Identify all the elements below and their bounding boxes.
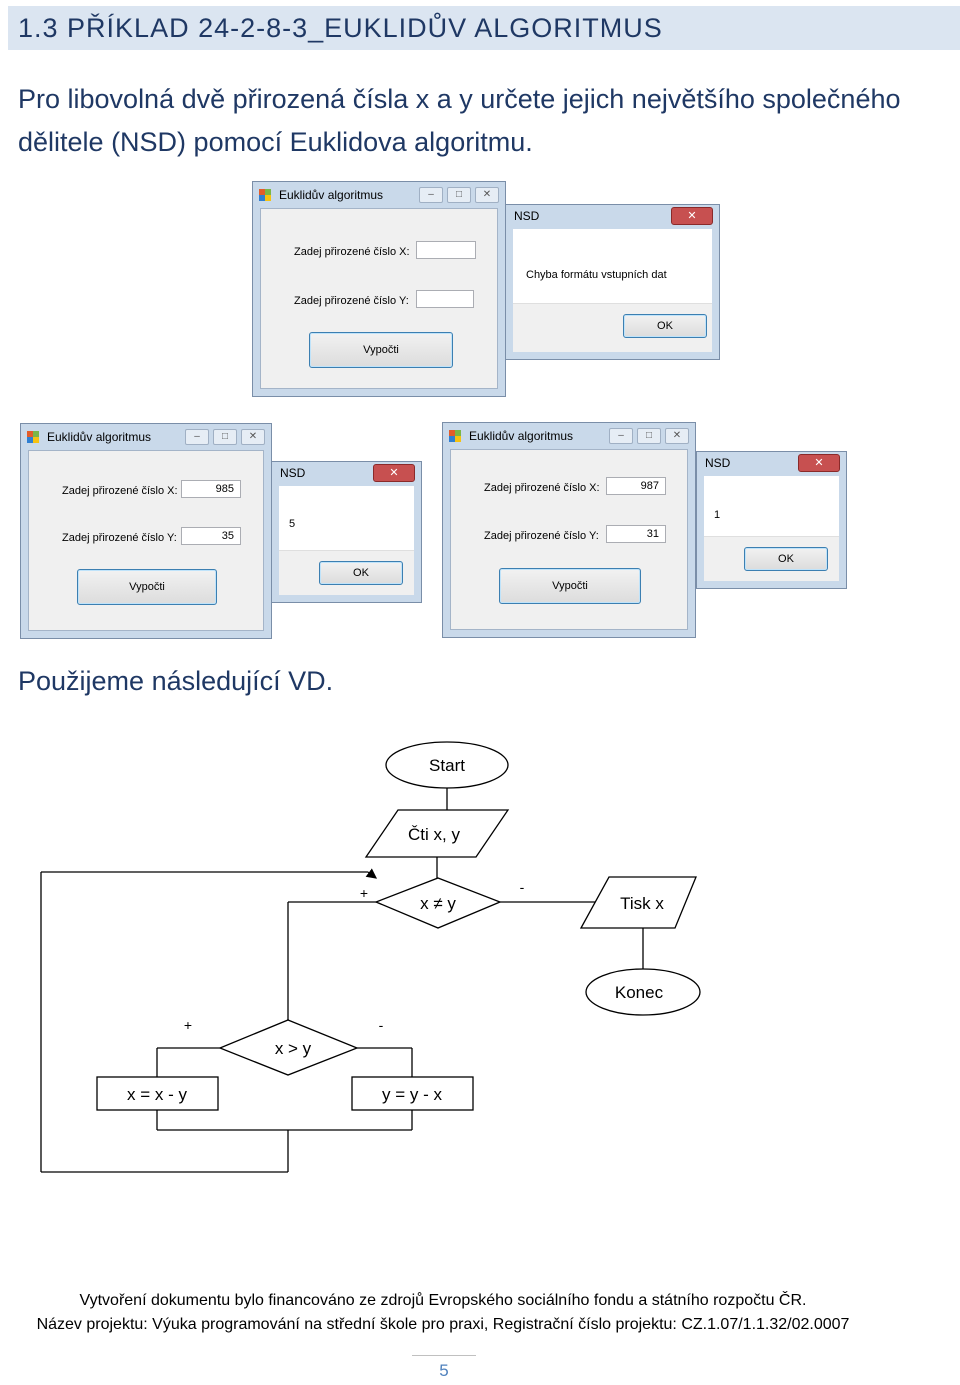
window-titlebar: Euklidův algoritmus – □ ✕: [253, 182, 505, 208]
label-x: Zadej přirozené číslo X:: [294, 246, 410, 258]
decision-1-label: x ≠ y: [420, 894, 456, 913]
input-x[interactable]: 987: [606, 477, 666, 495]
app-window-3: Euklidův algoritmus – □ ✕ Zadej přirozen…: [442, 422, 696, 638]
minimize-icon[interactable]: –: [419, 187, 443, 203]
message-box-1: NSD ✕ Chyba formátu vstupních dat OK: [505, 204, 720, 360]
message-box-2: NSD ✕ 5 OK: [271, 461, 422, 603]
app-icon: [27, 431, 39, 443]
ok-button[interactable]: OK: [319, 561, 403, 585]
app-window-2: Euklidův algoritmus – □ ✕ Zadej přirozen…: [20, 423, 272, 639]
funding-note: Vytvoření dokumentu bylo financováno ze …: [79, 1292, 807, 1309]
app-icon: [259, 189, 271, 201]
decision-2-label: x > y: [275, 1039, 312, 1058]
message-text: 1: [714, 509, 721, 521]
minimize-icon[interactable]: –: [185, 429, 209, 445]
label-y: Zadej přirozené číslo Y:: [484, 530, 599, 542]
decision-node-2: [218, 1019, 359, 1076]
decision-2-minus: -: [379, 1017, 384, 1033]
input-node: [364, 809, 510, 858]
project-note: Název projektu: Výuka programování na st…: [36, 1316, 850, 1333]
message-text: 5: [289, 518, 296, 530]
window-titlebar: Euklidův algoritmus – □ ✕: [21, 424, 271, 450]
end-node: [585, 968, 701, 1016]
page-number: 5: [439, 1361, 449, 1380]
maximize-icon[interactable]: □: [447, 187, 471, 203]
close-icon[interactable]: ✕: [475, 187, 499, 203]
compute-button[interactable]: Vypočti: [77, 569, 217, 605]
close-icon[interactable]: ✕: [671, 207, 713, 225]
process-right-label: y = y - x: [382, 1085, 442, 1104]
compute-button[interactable]: Vypočti: [309, 332, 453, 368]
page-divider: [412, 1355, 476, 1356]
label-x: Zadej přirozené číslo X:: [62, 485, 178, 497]
maximize-icon[interactable]: □: [213, 429, 237, 445]
vd-caption: Použijeme následující VD.: [18, 666, 334, 696]
input-y[interactable]: 35: [181, 527, 241, 545]
window-titlebar: Euklidův algoritmus – □ ✕: [443, 423, 695, 449]
app-window-1: Euklidův algoritmus – □ ✕ Zadej přirozen…: [252, 181, 506, 397]
input-y[interactable]: 31: [606, 525, 666, 543]
window-title: Euklidův algoritmus: [469, 429, 574, 443]
start-label: Start: [429, 756, 465, 775]
task-description: Pro libovolná dvě přirozená čísla x a y …: [18, 84, 901, 157]
message-title: NSD: [705, 456, 731, 470]
close-icon[interactable]: ✕: [665, 428, 689, 444]
output-node: [579, 876, 697, 929]
output-label: Tisk x: [620, 894, 664, 913]
close-icon[interactable]: ✕: [373, 464, 415, 482]
ok-button[interactable]: OK: [623, 314, 707, 338]
flowchart: Start Čti x, y x ≠ y + - Tisk x Konec x …: [40, 741, 701, 1173]
window-title: Euklidův algoritmus: [279, 188, 384, 202]
close-icon[interactable]: ✕: [241, 429, 265, 445]
close-icon[interactable]: ✕: [798, 454, 840, 472]
process-left: [96, 1076, 219, 1111]
decision-1-minus: -: [520, 879, 525, 895]
minimize-icon[interactable]: –: [609, 428, 633, 444]
decision-1-plus: +: [360, 885, 368, 901]
message-text: Chyba formátu vstupních dat: [526, 269, 667, 281]
process-left-label: x = x - y: [127, 1085, 187, 1104]
end-label: Konec: [615, 983, 664, 1002]
app-icon: [449, 430, 461, 442]
message-title: NSD: [514, 209, 540, 223]
maximize-icon[interactable]: □: [637, 428, 661, 444]
start-node: [385, 741, 509, 789]
ok-button[interactable]: OK: [744, 547, 828, 571]
chapter-heading: 1.3 PŘÍKLAD 24-2-8-3_EUKLIDŮV ALGORITMUS: [8, 6, 960, 50]
message-box-3: NSD ✕ 1 OK: [696, 451, 847, 589]
label-y: Zadej přirozené číslo Y:: [294, 295, 409, 307]
input-x[interactable]: [416, 241, 476, 259]
message-title: NSD: [280, 466, 306, 480]
input-x[interactable]: 985: [181, 480, 241, 498]
label-y: Zadej přirozené číslo Y:: [62, 532, 177, 544]
compute-button[interactable]: Vypočti: [499, 568, 641, 604]
decision-node-1: [374, 877, 502, 929]
label-x: Zadej přirozené číslo X:: [484, 482, 600, 494]
decision-2-plus: +: [184, 1017, 192, 1033]
process-right: [351, 1076, 474, 1111]
input-label: Čti x, y: [408, 825, 460, 844]
window-title: Euklidův algoritmus: [47, 430, 152, 444]
input-y[interactable]: [416, 290, 474, 308]
